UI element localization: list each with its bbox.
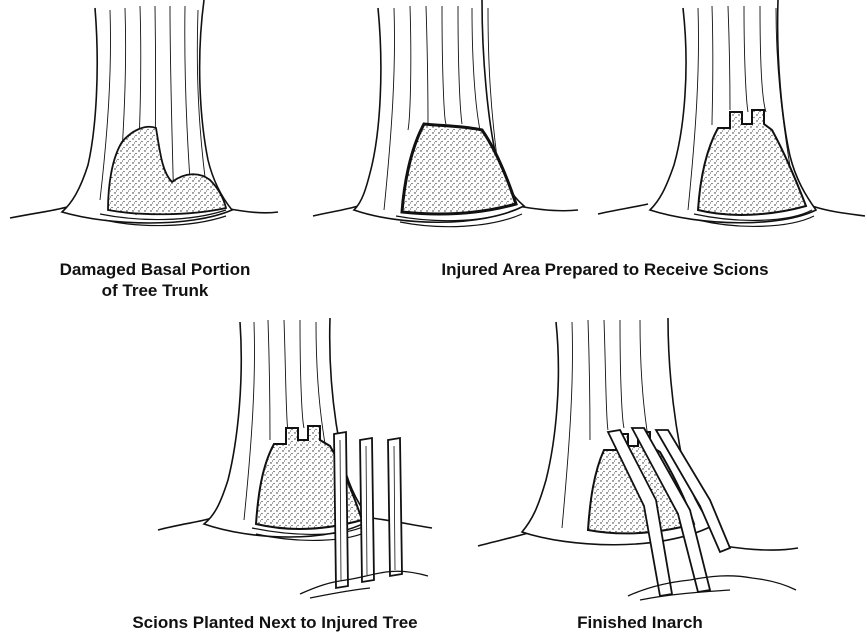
caption-damaged-line2: of Tree Trunk [20,280,290,301]
scion [334,432,402,588]
panel-prepared-area [313,0,578,227]
ground-line [518,206,578,211]
caption-scions-planted: Scions Planted Next to Injured Tree [95,612,455,633]
panel-notched-area [598,0,865,226]
panel-finished-inarch [478,318,798,600]
panel-scions-planted [158,318,432,598]
ground-line [313,206,358,216]
panel-damaged-trunk [10,0,278,226]
soil-mound [628,576,796,600]
ground-line [812,206,865,216]
wound-area [402,124,516,214]
caption-damaged-trunk: Damaged Basal Portion of Tree Trunk [20,259,290,301]
caption-finished-inarch: Finished Inarch [540,612,740,633]
caption-prepared-area: Injured Area Prepared to Receive Scions [395,259,815,280]
ground-line [598,204,648,214]
caption-damaged-line1: Damaged Basal Portion [20,259,290,280]
ground-line [724,546,798,550]
